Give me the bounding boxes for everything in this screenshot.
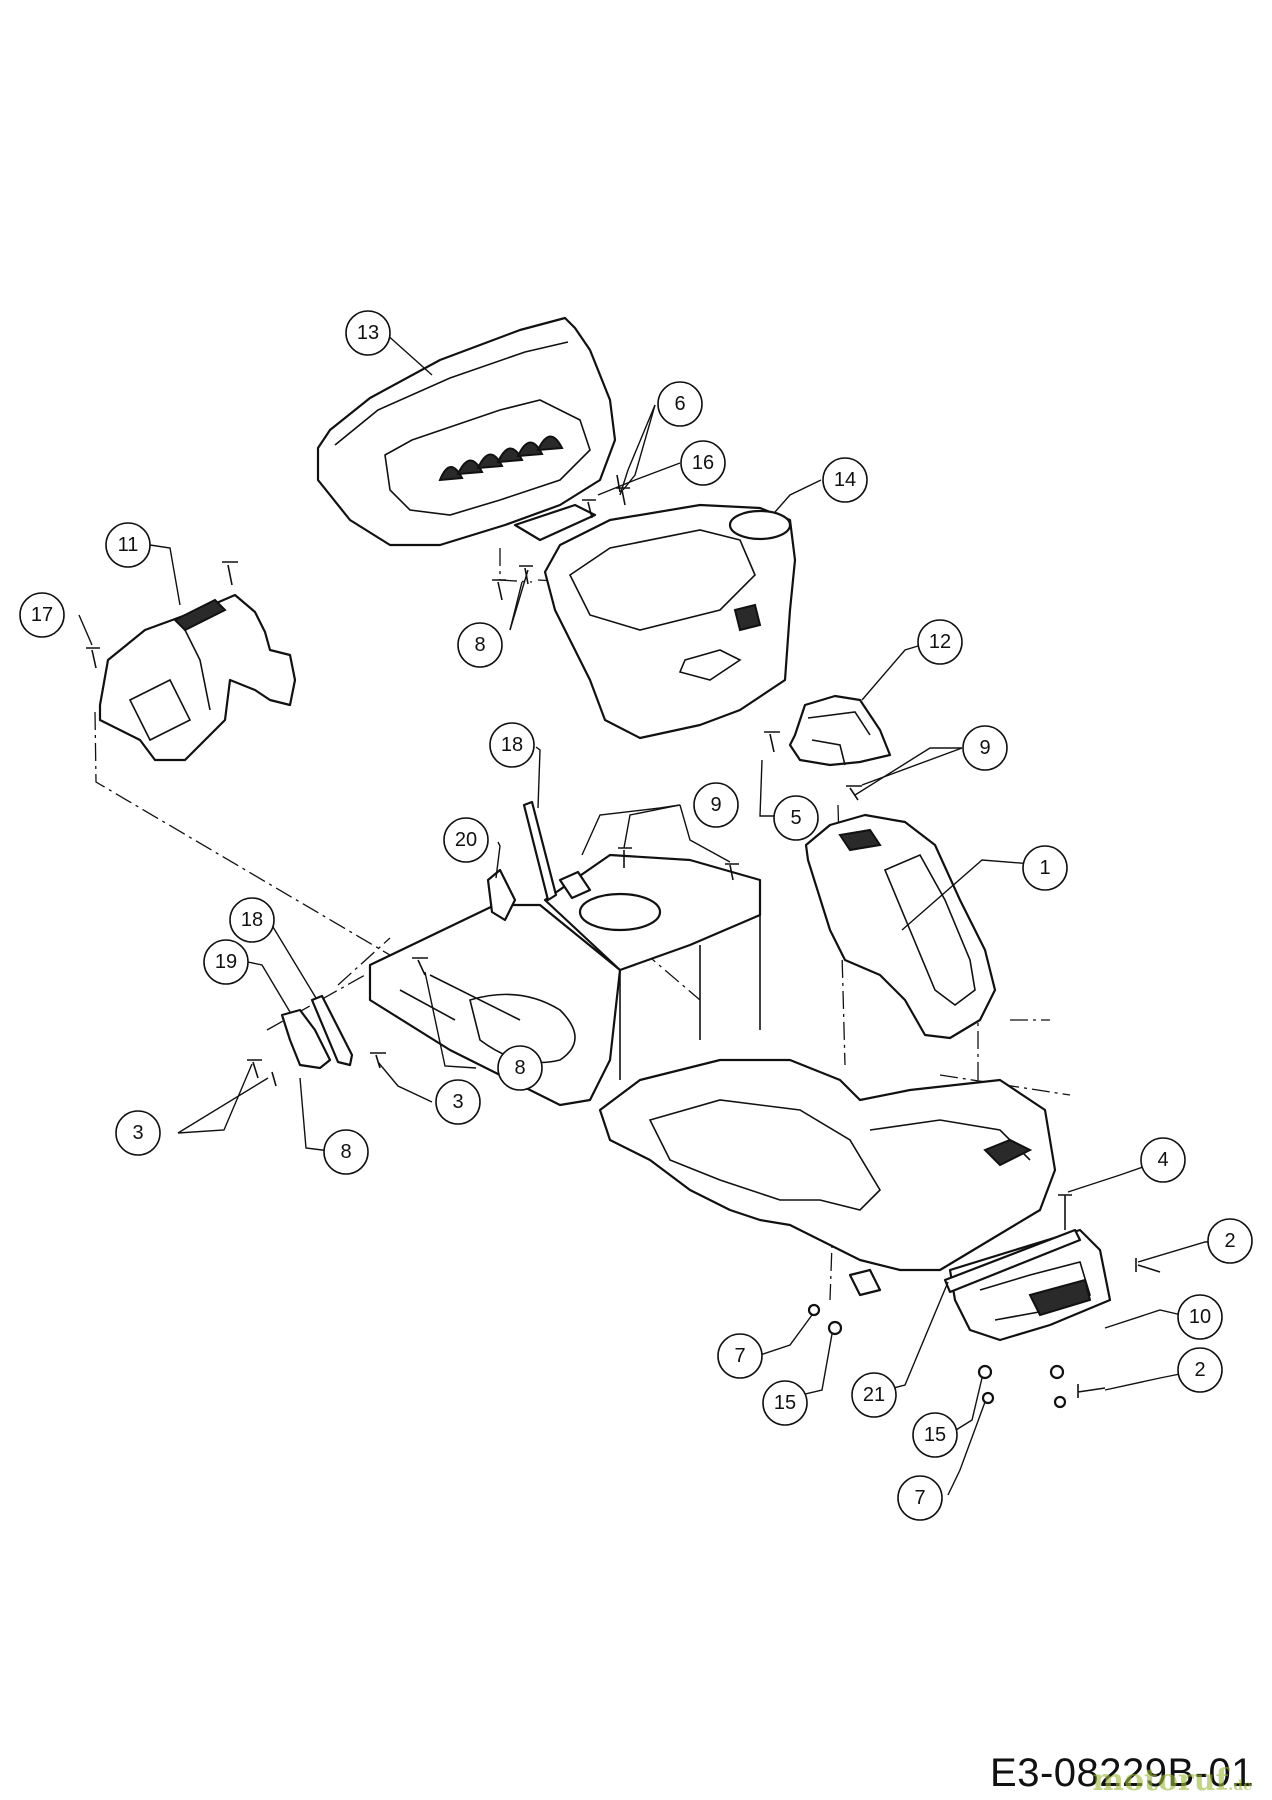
- svg-text:9: 9: [979, 737, 990, 759]
- front-bumper-part-10: [948, 1228, 1112, 1342]
- callout-21[interactable]: 21: [851, 1372, 897, 1418]
- svg-text:6: 6: [674, 393, 685, 415]
- dash-panel-part-14: [543, 503, 797, 740]
- svg-text:14: 14: [834, 469, 856, 491]
- svg-text:15: 15: [924, 1424, 946, 1446]
- hood-cover-part-13: [316, 316, 617, 547]
- callout-11[interactable]: 11: [105, 522, 151, 568]
- brace-bar-part-18-center: [522, 800, 558, 902]
- callout-4[interactable]: 4: [1140, 1137, 1186, 1183]
- callout-2[interactable]: 2: [1207, 1218, 1253, 1264]
- callout-7[interactable]: 7: [717, 1333, 763, 1379]
- svg-text:16: 16: [692, 452, 714, 474]
- svg-text:3: 3: [132, 1122, 143, 1144]
- hardware: [86, 474, 1161, 1409]
- callouts: 13 6 16 14 11 17 8 12 9 18 5 9 20 1 18: [19, 310, 1253, 1521]
- callout-12[interactable]: 12: [917, 619, 963, 665]
- callout-5[interactable]: 5: [773, 795, 819, 841]
- callout-15[interactable]: 15: [762, 1380, 808, 1426]
- callout-7[interactable]: 7: [897, 1475, 943, 1521]
- watermark-name: motoruf: [1092, 1763, 1229, 1798]
- svg-text:19: 19: [215, 951, 237, 973]
- callout-9[interactable]: 9: [693, 782, 739, 828]
- svg-text:10: 10: [1189, 1306, 1211, 1328]
- svg-text:8: 8: [514, 1057, 525, 1079]
- svg-text:18: 18: [501, 734, 523, 756]
- callout-14[interactable]: 14: [822, 457, 868, 503]
- callout-8[interactable]: 8: [323, 1129, 369, 1175]
- svg-text:13: 13: [357, 322, 379, 344]
- callout-10[interactable]: 10: [1177, 1294, 1223, 1340]
- svg-text:15: 15: [774, 1392, 796, 1414]
- brace-bar-part-18-left: [310, 994, 354, 1067]
- svg-text:11: 11: [118, 534, 139, 556]
- callout-17[interactable]: 17: [19, 592, 65, 638]
- svg-text:8: 8: [474, 634, 485, 656]
- svg-text:8: 8: [340, 1141, 351, 1163]
- callout-18[interactable]: 18: [489, 722, 535, 768]
- svg-text:2: 2: [1194, 1359, 1205, 1381]
- callout-19[interactable]: 19: [203, 939, 249, 985]
- watermark-tld: .de: [1228, 1778, 1252, 1794]
- svg-text:12: 12: [929, 631, 951, 653]
- bracket-part-19: [280, 1008, 332, 1070]
- svg-text:17: 17: [31, 604, 53, 626]
- main-frame: [368, 853, 762, 1107]
- svg-text:4: 4: [1157, 1149, 1168, 1171]
- callout-2[interactable]: 2: [1177, 1347, 1223, 1393]
- callout-3[interactable]: 3: [435, 1079, 481, 1125]
- svg-text:20: 20: [455, 829, 477, 851]
- callout-18[interactable]: 18: [229, 897, 275, 943]
- callout-15[interactable]: 15: [912, 1412, 958, 1458]
- callout-8[interactable]: 8: [497, 1045, 543, 1091]
- callout-3[interactable]: 3: [115, 1110, 161, 1156]
- callout-6[interactable]: 6: [657, 381, 703, 427]
- svg-text:3: 3: [452, 1091, 463, 1113]
- watermark-logo: motoruf.de: [1092, 1763, 1252, 1798]
- svg-text:18: 18: [241, 909, 263, 931]
- svg-text:2: 2: [1224, 1230, 1235, 1252]
- svg-text:5: 5: [790, 807, 801, 829]
- svg-text:9: 9: [710, 794, 721, 816]
- callout-8[interactable]: 8: [457, 622, 503, 668]
- side-cover-part-11: [98, 593, 297, 762]
- svg-text:7: 7: [734, 1345, 745, 1367]
- callout-16[interactable]: 16: [680, 440, 726, 486]
- callout-1[interactable]: 1: [1022, 845, 1068, 891]
- bracket-part-20: [486, 868, 517, 922]
- callout-20[interactable]: 20: [443, 817, 489, 863]
- drawing-number: E3-08229B-01: [990, 1751, 1254, 1795]
- steering-console-part-1: [804, 813, 997, 1040]
- svg-text:21: 21: [863, 1384, 885, 1406]
- steering-cover-part-12: [788, 694, 892, 767]
- callout-13[interactable]: 13: [345, 310, 391, 356]
- svg-text:1: 1: [1039, 857, 1050, 879]
- svg-text:7: 7: [914, 1487, 925, 1509]
- callout-9[interactable]: 9: [962, 725, 1008, 771]
- bumper-bracket-part-21: [943, 1228, 1082, 1294]
- deck-base: [598, 1058, 1057, 1297]
